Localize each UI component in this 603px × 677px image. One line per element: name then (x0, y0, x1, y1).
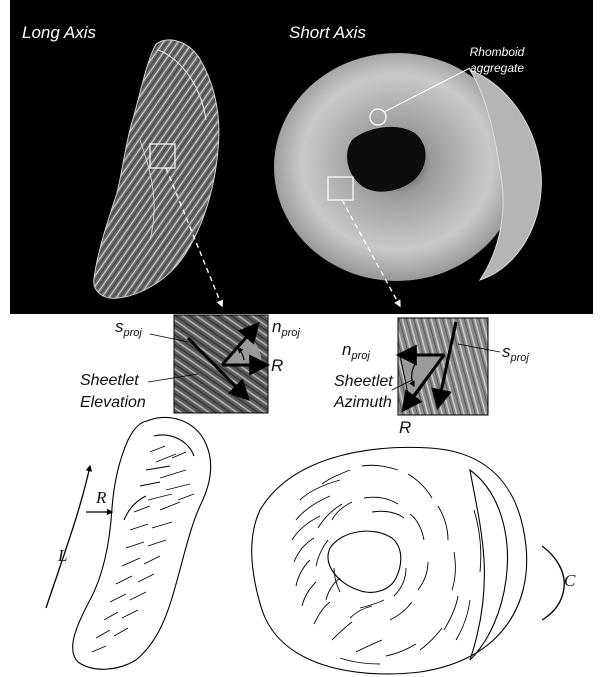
azimuth-s-proj-label: sproj (502, 342, 529, 364)
elevation-caption-line1: Sheetlet (80, 372, 139, 389)
long-axis-sketch (73, 417, 211, 669)
long-axis-title: Long Axis (22, 23, 97, 42)
azimuth-caption-line1: Sheetlet (334, 373, 393, 390)
c-axis-arc (542, 546, 564, 620)
l-axis-label: L (57, 546, 67, 565)
elevation-s-proj-label: sproj (115, 317, 142, 339)
azimuth-r-label: R (399, 418, 411, 437)
short-axis-sketch-fibers (292, 465, 481, 664)
azimuth-caption-line2: Azimuth (333, 394, 392, 411)
c-axis-label: C (564, 571, 576, 590)
r-axis-label: R (95, 488, 107, 507)
short-axis-sketch (252, 447, 527, 674)
rhomboid-label-line2: aggregate (470, 61, 524, 75)
l-axis-arrow (46, 466, 90, 608)
elevation-n-proj-label: nproj (272, 317, 300, 339)
elevation-caption-line2: Elevation (80, 394, 146, 411)
elevation-r-label: R (271, 356, 283, 375)
rhomboid-label-line1: Rhomboid (470, 45, 525, 59)
short-axis-title: Short Axis (289, 23, 366, 42)
azimuth-n-proj-label: nproj (342, 340, 370, 362)
